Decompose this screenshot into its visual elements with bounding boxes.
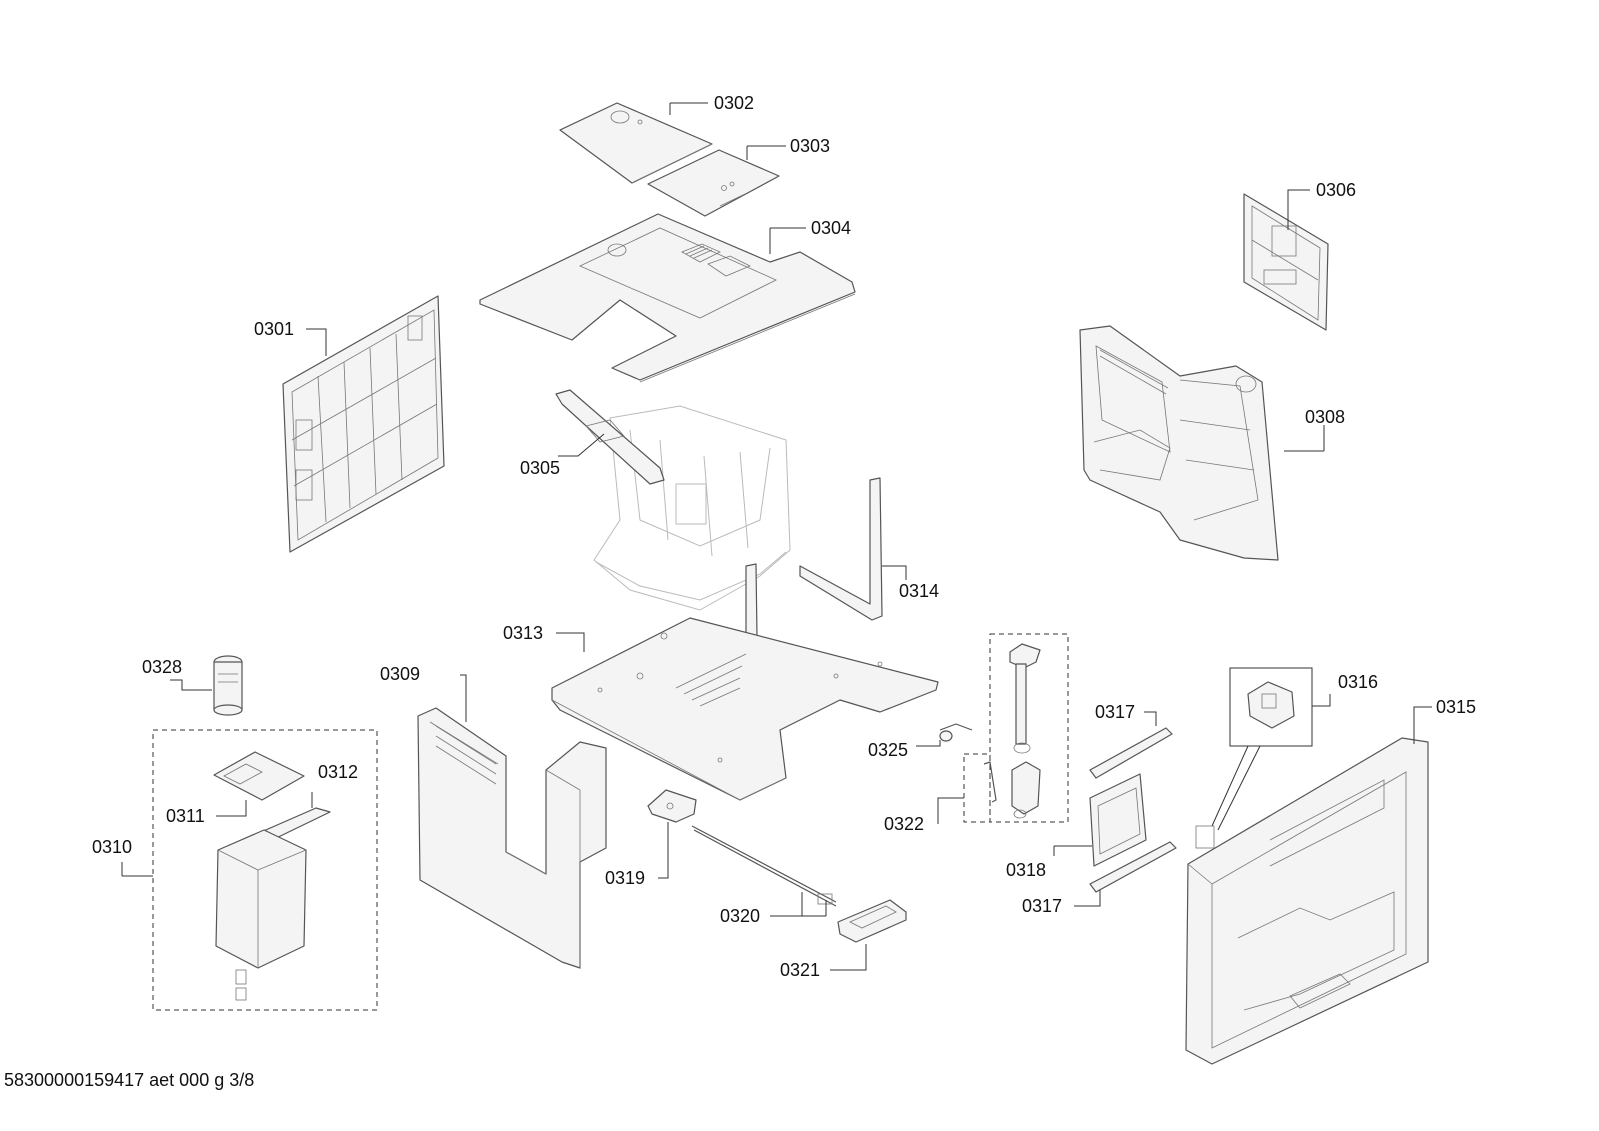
leader-0322 bbox=[937, 797, 964, 824]
part-0306-rear-bracket bbox=[1243, 193, 1329, 331]
part-0317-upper-strip bbox=[1089, 727, 1173, 779]
part-0318-panel bbox=[1089, 773, 1147, 867]
label-0328: 0328 bbox=[142, 657, 182, 677]
label-0325: 0325 bbox=[868, 740, 908, 760]
part-0301-left-side-panel bbox=[282, 295, 445, 553]
part-0309-side-housing bbox=[417, 707, 607, 969]
leader-0319 bbox=[658, 822, 669, 879]
label-0313: 0313 bbox=[503, 623, 543, 643]
part-0316-switch bbox=[1247, 681, 1295, 729]
label-0309: 0309 bbox=[380, 664, 420, 684]
leader-0314-upper bbox=[882, 565, 907, 580]
leader-0301 bbox=[306, 328, 327, 356]
part-0310-tank-body bbox=[215, 829, 307, 1001]
part-0325-hose-connector bbox=[939, 723, 973, 742]
part-0315-front-frame bbox=[1185, 737, 1429, 1065]
part-0314-right-bracket bbox=[799, 477, 883, 621]
part-0313-base-plate bbox=[551, 617, 939, 801]
label-0321: 0321 bbox=[780, 960, 820, 980]
label-0311: 0311 bbox=[166, 806, 205, 826]
part-0305-internal-frame bbox=[555, 389, 791, 611]
part-0320-rod bbox=[691, 825, 837, 907]
part-0308-right-side-frame bbox=[1079, 325, 1279, 561]
label-0316: 0316 bbox=[1338, 672, 1378, 692]
callout-0316 bbox=[1229, 667, 1313, 747]
document-code: 58300000159417 aet 000 g 3/8 bbox=[4, 1070, 254, 1090]
label-0308: 0308 bbox=[1305, 407, 1345, 427]
part-0322-valve-unit bbox=[983, 643, 1041, 819]
leader-0325 bbox=[916, 740, 941, 747]
leader-0317-lower bbox=[1074, 890, 1101, 907]
label-0315: 0315 bbox=[1436, 697, 1476, 717]
label-0322: 0322 bbox=[884, 814, 924, 834]
part-0317-lower-strip bbox=[1089, 841, 1177, 893]
group-0322-valve-assembly bbox=[989, 633, 1069, 823]
label-0312: 0312 bbox=[318, 762, 358, 782]
leader-0317-upper bbox=[1144, 711, 1157, 726]
part-0304-top-frame-plate bbox=[479, 213, 856, 383]
group-0310-water-tank bbox=[152, 729, 378, 1011]
leader-0311 bbox=[216, 800, 247, 817]
part-0303-cover-plate bbox=[647, 149, 780, 217]
leader-0315 bbox=[1413, 706, 1432, 744]
leader-0313 bbox=[556, 632, 585, 652]
leader-0320 bbox=[770, 892, 803, 917]
leader-0306 bbox=[1287, 189, 1310, 230]
part-0328-water-filter bbox=[213, 655, 243, 716]
label-0317-upper: 0317 bbox=[1095, 702, 1135, 722]
part-0311-tank-lid bbox=[213, 751, 305, 801]
label-0319: 0319 bbox=[605, 868, 645, 888]
label-0305: 0305 bbox=[520, 458, 560, 478]
part-0321-drip-tray bbox=[837, 899, 907, 943]
leader-0328 bbox=[170, 679, 212, 691]
part-0302-top-cover bbox=[559, 102, 713, 184]
label-0314-upper: 0314 bbox=[899, 581, 939, 601]
label-0318: 0318 bbox=[1006, 860, 1046, 880]
leader-0309 bbox=[460, 674, 467, 722]
part-0319-hinge-bracket bbox=[647, 789, 697, 823]
label-0302: 0302 bbox=[714, 93, 754, 113]
label-0317-lower: 0317 bbox=[1022, 896, 1062, 916]
label-0310: 0310 bbox=[92, 837, 132, 857]
leader-0321 bbox=[830, 944, 867, 971]
label-0301: 0301 bbox=[254, 319, 294, 339]
leader-0316 bbox=[1312, 694, 1331, 707]
label-0303: 0303 bbox=[790, 136, 830, 156]
label-0306: 0306 bbox=[1316, 180, 1356, 200]
label-0304: 0304 bbox=[811, 218, 851, 238]
label-0320: 0320 bbox=[720, 906, 760, 926]
leader-0305 bbox=[558, 433, 605, 457]
